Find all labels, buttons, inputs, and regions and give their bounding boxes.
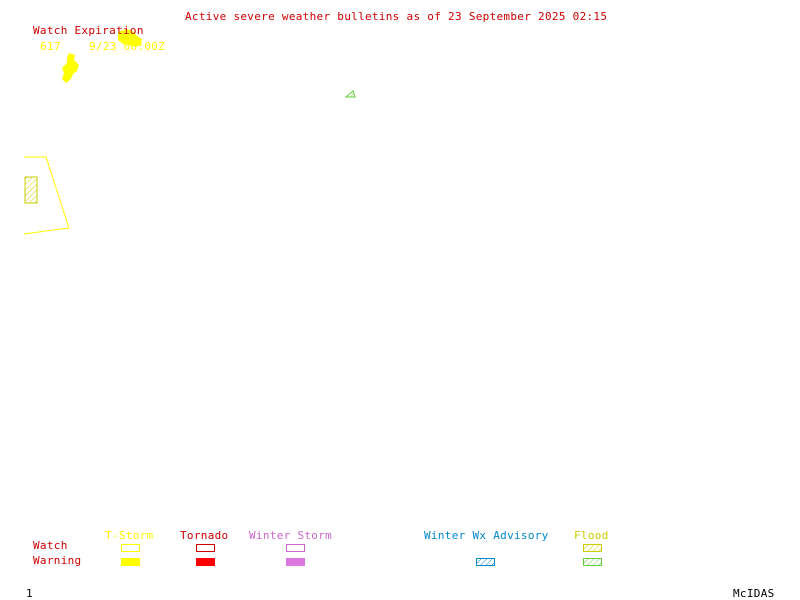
legend-winter-wx-advisory-label: Winter Wx Advisory [424,529,549,542]
flood-watch-swatch [583,544,602,552]
tstorm-warning-swatch [121,558,140,566]
watch-number: 617 [40,40,61,53]
watch-expiration-time: 9/23 06:00Z [89,40,166,53]
legend-warning-row-label: Warning [33,554,82,567]
flood-warning-swatch [583,558,602,566]
legend-tornado-label: Tornado [180,529,229,542]
frame-number: 1 [26,587,33,600]
software-label: McIDAS [733,587,775,600]
legend-watch-row-label: Watch [33,539,68,552]
tstorm-watch-swatch [121,544,140,552]
tstorm-warning-cluster-west [62,53,79,83]
tstorm-watch-outline [23,156,70,235]
winter-wx-advisory-swatch [476,558,495,566]
flood-watch-area [24,176,38,204]
winter-storm-watch-swatch [286,544,305,552]
winter-storm-warning-swatch [286,558,305,566]
legend-winter-storm-label: Winter Storm [249,529,333,542]
tornado-watch-swatch [196,544,215,552]
legend-flood-label: Flood [574,529,609,542]
bulletin-title: Active severe weather bulletins as of 23… [185,10,608,23]
tstorm-warning-cluster-north [118,29,142,47]
legend-tstorm-label: T-Storm [105,529,154,542]
tornado-warning-swatch [196,558,215,566]
watch-expiration-heading: Watch Expiration [33,24,144,37]
flood-warning-area [344,90,356,98]
